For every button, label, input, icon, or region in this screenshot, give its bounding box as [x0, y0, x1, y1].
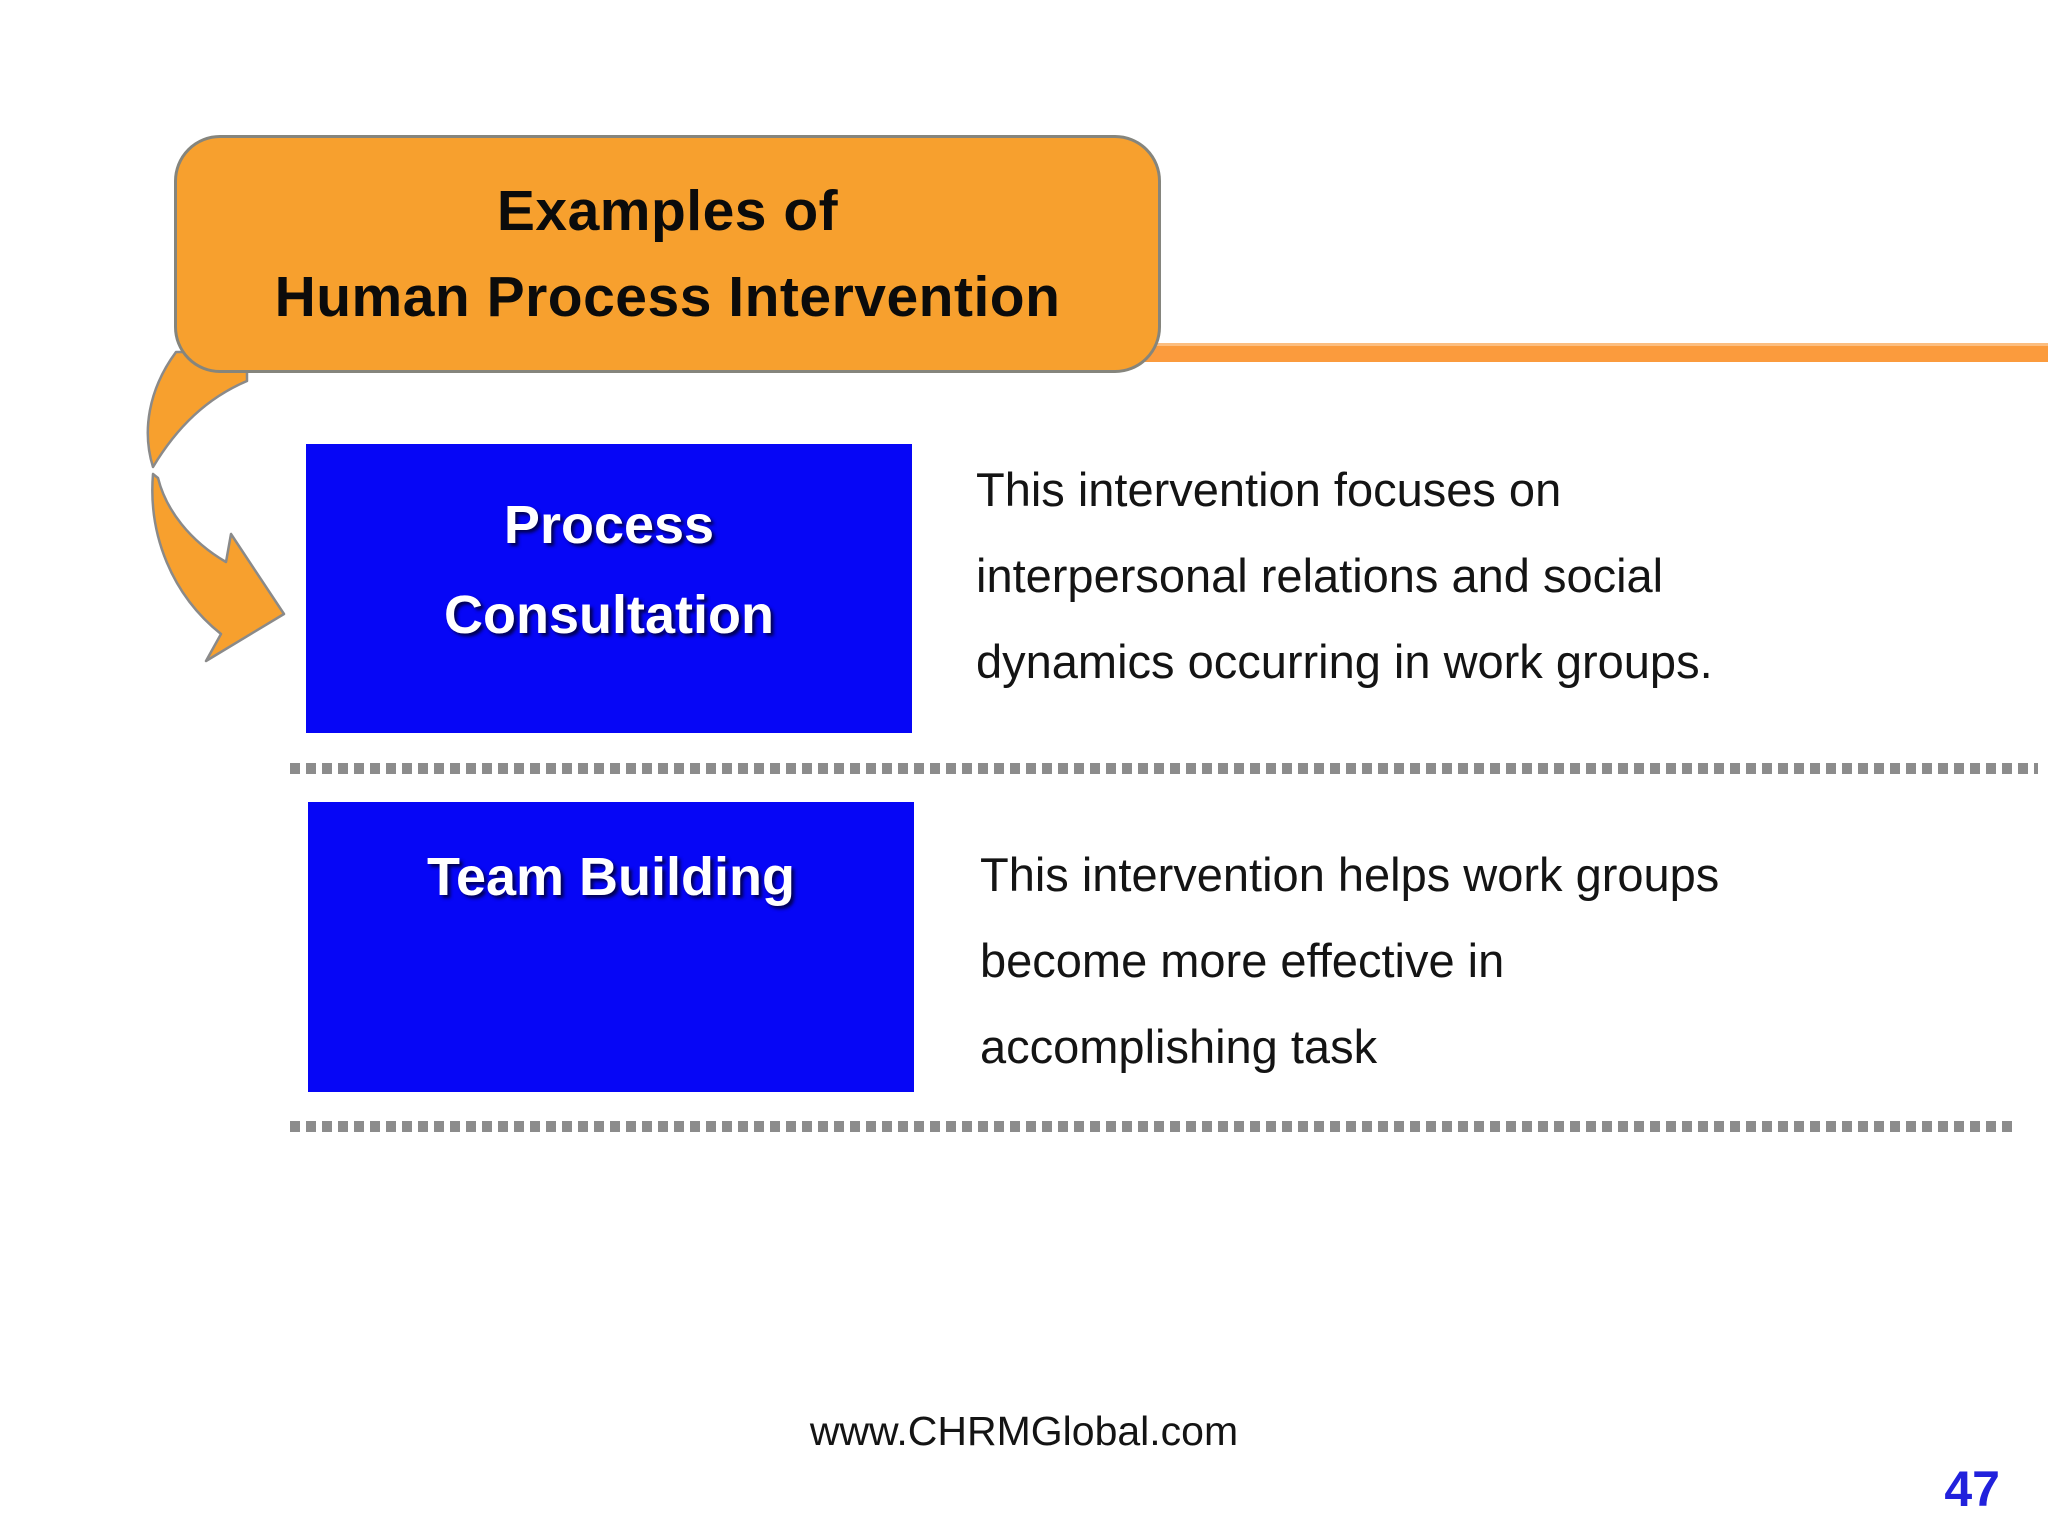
page-number: 47 [1944, 1461, 2000, 1517]
dotted-divider [290, 763, 2038, 774]
description-team-building: This intervention helps work groups beco… [980, 848, 1720, 1073]
description-process-consultation: This intervention focuses on interperson… [976, 463, 1713, 688]
label-box-process-consultation: Process Consultation [306, 444, 912, 733]
title-line-2: Human Process Intervention [274, 265, 1061, 329]
title-banner: Examples of Human Process Intervention [174, 135, 1161, 373]
dotted-divider [290, 1121, 2012, 1132]
accent-bar [1145, 343, 2048, 362]
label-text: Team Building [426, 847, 795, 907]
label-text: Process Consultation [444, 495, 774, 645]
title-line-1: Examples of [496, 179, 839, 243]
footer-website: www.CHRMGlobal.com [809, 1408, 1239, 1454]
label-box-team-building: Team Building [308, 802, 914, 1092]
